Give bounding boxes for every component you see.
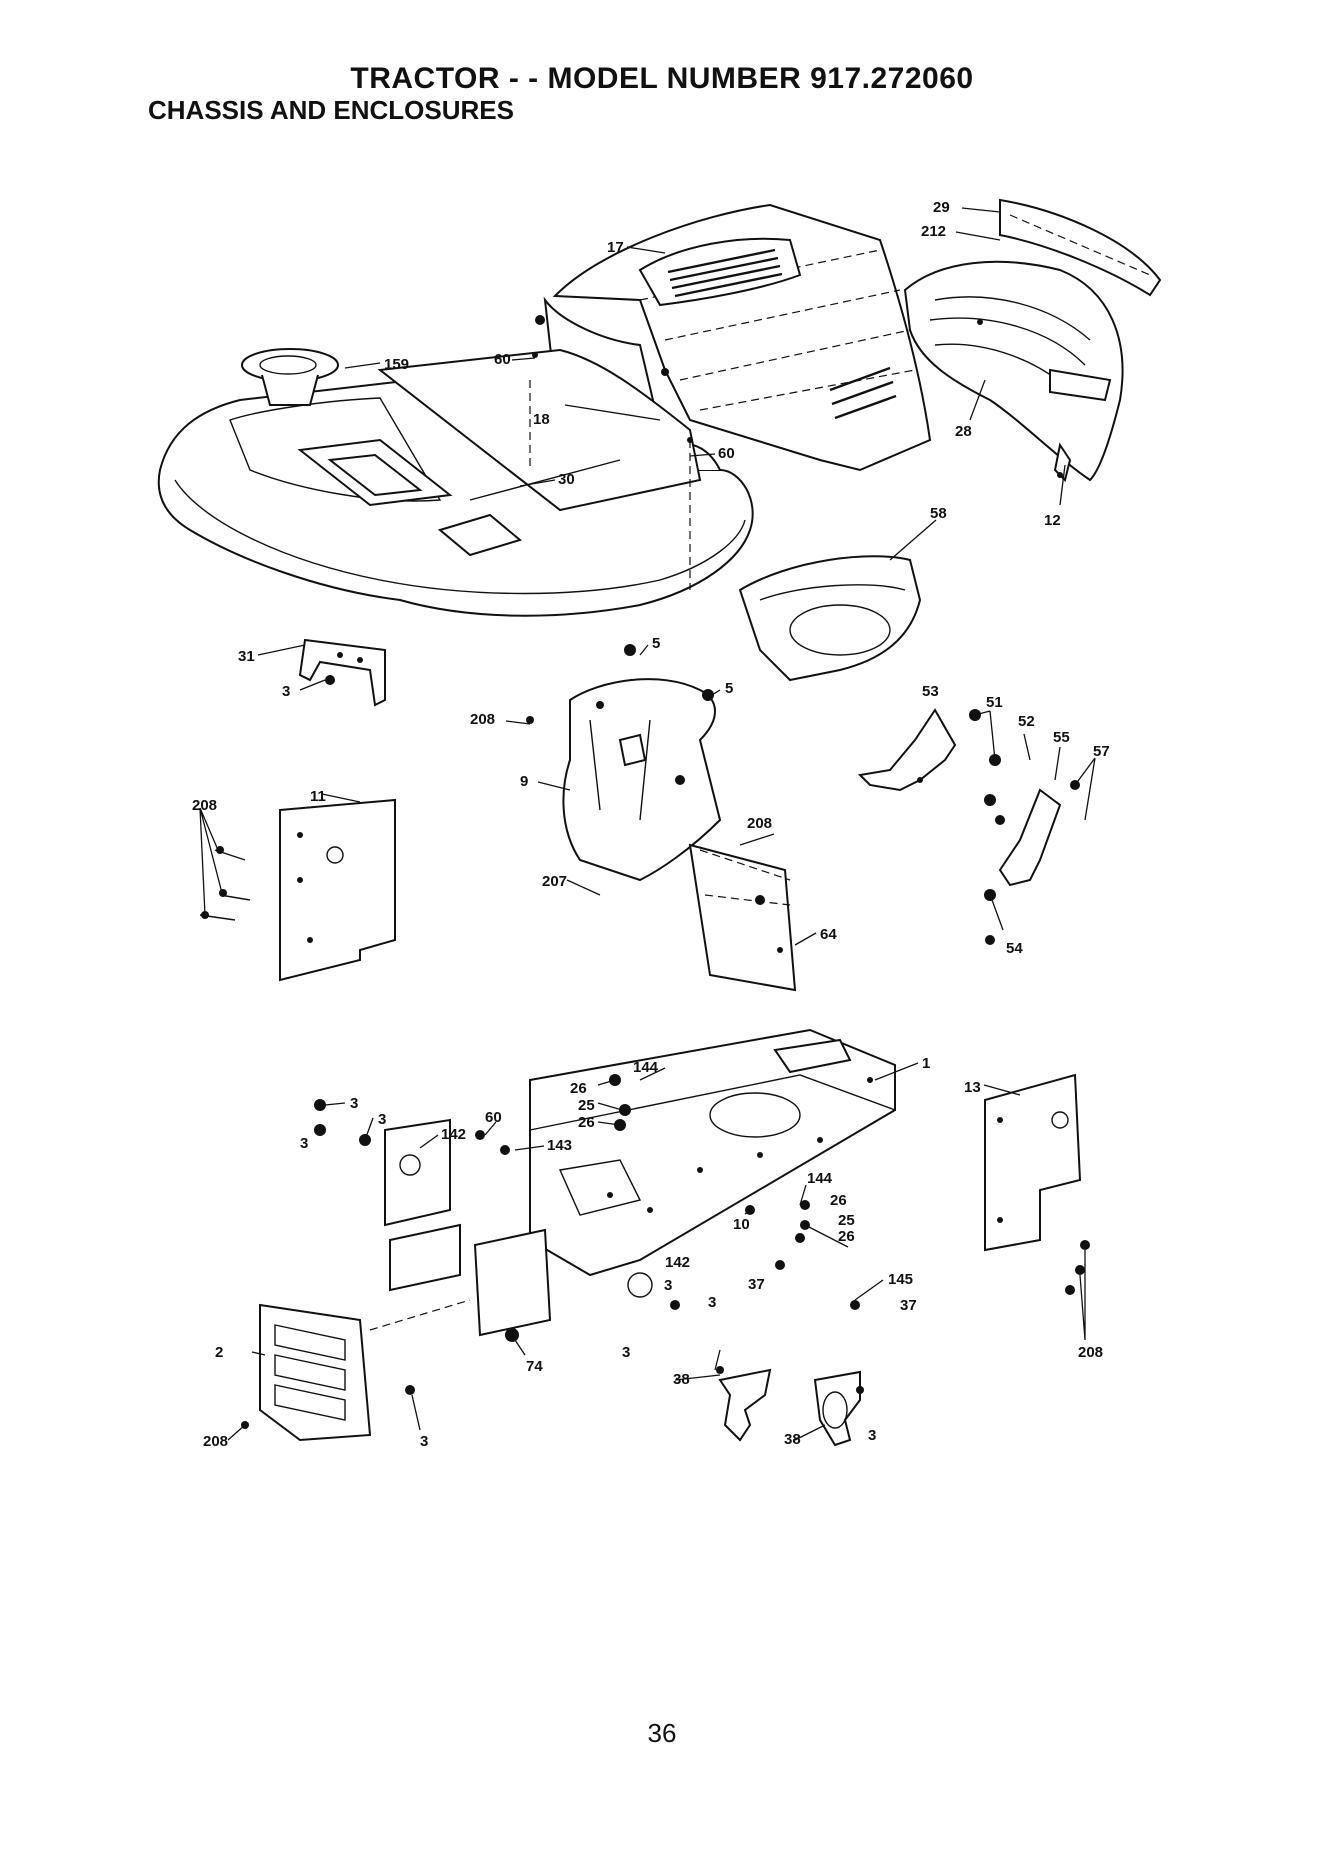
callout-37-a: 37 <box>748 1276 765 1293</box>
bracket-55-part <box>984 790 1060 945</box>
callout-30: 30 <box>558 471 575 488</box>
callout-31: 31 <box>238 648 255 665</box>
callout-29: 29 <box>933 199 950 216</box>
callout-3-i: 3 <box>420 1433 428 1450</box>
callout-60-b: 60 <box>718 445 735 462</box>
callout-208-d: 208 <box>1078 1344 1103 1361</box>
front-plate-part <box>260 1300 470 1440</box>
callout-142-b: 142 <box>665 1254 690 1271</box>
callout-3-c: 3 <box>378 1111 386 1128</box>
callout-3-a: 3 <box>282 683 290 700</box>
callout-3-g: 3 <box>622 1344 630 1361</box>
callout-3-b: 3 <box>350 1095 358 1112</box>
callout-208-b: 208 <box>747 815 772 832</box>
callout-37-b: 37 <box>900 1297 917 1314</box>
callout-144-b: 144 <box>807 1170 833 1187</box>
callout-55: 55 <box>1053 729 1070 746</box>
callout-57: 57 <box>1093 743 1110 760</box>
callout-18: 18 <box>533 411 550 428</box>
grille-nose-part <box>905 200 1160 480</box>
callout-208-e: 208 <box>203 1433 228 1450</box>
callout-38-b: 38 <box>784 1431 801 1448</box>
callout-142-a: 142 <box>441 1126 466 1143</box>
callout-3-f: 3 <box>708 1294 716 1311</box>
callout-212: 212 <box>921 223 946 240</box>
callout-28: 28 <box>955 423 972 440</box>
callout-3-h: 3 <box>868 1427 876 1444</box>
callout-25-b: 25 <box>838 1212 855 1229</box>
callout-26-c: 26 <box>830 1192 847 1209</box>
callout-54: 54 <box>1006 940 1023 957</box>
callout-5-b: 5 <box>725 680 733 697</box>
fender-part <box>159 350 753 616</box>
callout-208-a: 208 <box>470 711 495 728</box>
callout-52: 52 <box>1018 713 1035 730</box>
callout-3-e: 3 <box>664 1277 672 1294</box>
callout-143: 143 <box>547 1137 572 1154</box>
callout-26-b: 26 <box>578 1114 595 1131</box>
bolt-group-208-part <box>200 846 250 920</box>
callout-1: 1 <box>922 1055 930 1072</box>
callout-208-c: 208 <box>192 797 217 814</box>
callout-207: 207 <box>542 873 567 890</box>
callout-3-d: 3 <box>300 1135 308 1152</box>
page-number: 36 <box>0 1718 1324 1749</box>
callout-25-a: 25 <box>578 1097 595 1114</box>
callout-53: 53 <box>922 683 939 700</box>
callout-12: 12 <box>1044 512 1061 529</box>
callout-60-a: 60 <box>494 351 511 368</box>
callout-10: 10 <box>733 1216 750 1233</box>
callout-144-a: 144 <box>633 1059 659 1076</box>
bracket-53-part <box>860 710 955 790</box>
air-duct-part <box>740 556 920 680</box>
bracket-31-part <box>300 640 385 705</box>
callout-145: 145 <box>888 1271 913 1288</box>
callout-9: 9 <box>520 773 528 790</box>
callout-13: 13 <box>964 1079 981 1096</box>
callout-2: 2 <box>215 1344 223 1361</box>
rear-panel-64-part <box>690 845 795 990</box>
callout-58: 58 <box>930 505 947 522</box>
callout-26-d: 26 <box>838 1228 855 1245</box>
callout-60-c: 60 <box>485 1109 502 1126</box>
side-panel-left-part <box>280 800 395 980</box>
callout-74: 74 <box>526 1358 543 1375</box>
callout-11: 11 <box>310 788 326 805</box>
callout-17: 17 <box>607 239 624 256</box>
callout-26-a: 26 <box>570 1080 587 1097</box>
callout-64: 64 <box>820 926 837 943</box>
callout-51: 51 <box>986 694 1003 711</box>
callout-38-a: 38 <box>673 1371 690 1388</box>
side-panel-right-part <box>985 1075 1080 1250</box>
callout-159: 159 <box>384 356 409 373</box>
callout-5-a: 5 <box>652 635 660 652</box>
